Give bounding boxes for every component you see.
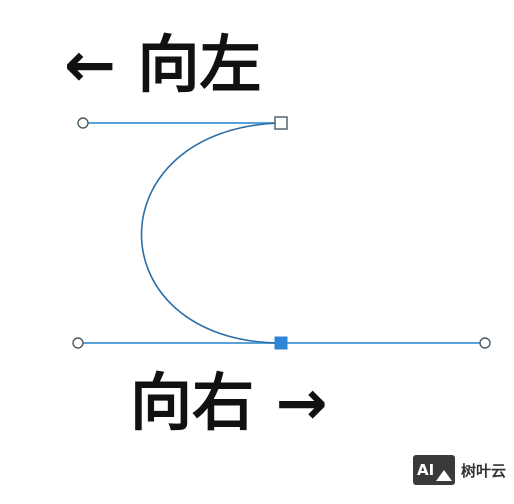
bottom-right-control-handle[interactable]	[479, 337, 491, 349]
watermark-logo: AI	[413, 455, 455, 485]
label-left-direction: ← 向左	[64, 34, 262, 96]
right-arrow-icon: →	[275, 366, 328, 439]
landscape-icon	[436, 470, 452, 481]
bezier-curve	[140, 122, 282, 344]
top-left-control-handle[interactable]	[77, 117, 89, 129]
bottom-anchor-point[interactable]	[274, 336, 288, 350]
watermark-text: 树叶云	[461, 461, 507, 480]
label-right-direction: 向右 →	[130, 372, 328, 434]
watermark-logo-text: AI	[417, 461, 435, 479]
label-left-text: 向左	[137, 28, 262, 101]
label-right-text: 向右	[130, 366, 255, 439]
watermark: AI 树叶云	[413, 455, 506, 485]
top-anchor-point[interactable]	[274, 116, 288, 130]
left-arrow-icon: ←	[64, 28, 116, 101]
bottom-left-control-handle[interactable]	[72, 337, 84, 349]
